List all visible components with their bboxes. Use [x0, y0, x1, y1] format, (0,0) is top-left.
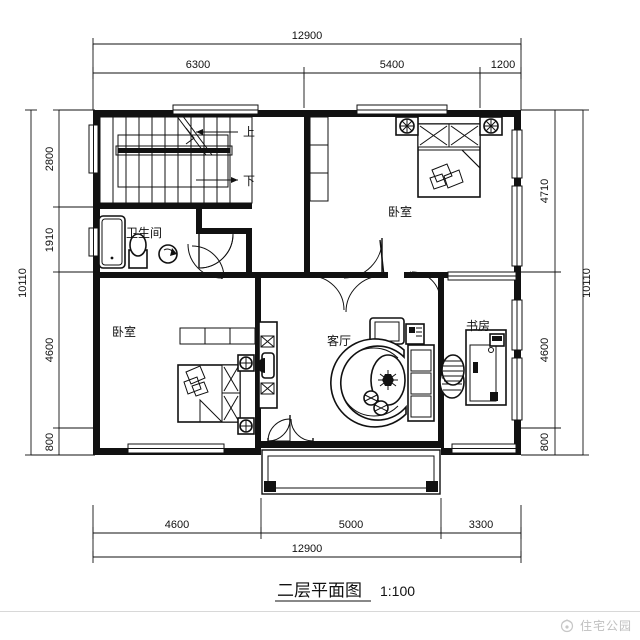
window-left-bathroom: [88, 227, 99, 257]
door-living-north: [308, 275, 345, 311]
sink-icon: [158, 244, 178, 264]
study-furniture: [441, 329, 507, 406]
window-right-study: [511, 299, 523, 421]
living-room-furniture: [330, 317, 465, 428]
door-group: [187, 233, 441, 444]
stair-down-label: 下: [243, 174, 255, 188]
door-bedroom-ne: [343, 238, 385, 313]
watermark: 住宅公园: [559, 617, 632, 634]
bottom-dimension-group: 4600 5000 3300 12900: [92, 498, 522, 563]
window-study-north: [447, 271, 517, 281]
drawing-title: 二层平面图: [277, 581, 362, 601]
dim-bottom-seg-2: 5000: [339, 519, 363, 531]
top-dimension-group: 12900 6300 5400 1200: [92, 30, 522, 110]
drawing-title-group: 二层平面图 1:100: [275, 581, 415, 602]
dim-bottom-seg-1: 4600: [165, 519, 189, 531]
bathroom-fixtures: [98, 215, 178, 269]
window-bottom-study: [451, 443, 517, 454]
room-label-living: 客厅: [327, 333, 351, 348]
room-label-bedroom-ne: 卧室: [388, 204, 412, 219]
dim-bottom-seg-3: 3300: [469, 519, 493, 531]
dim-right-seg-2: 4600: [539, 338, 551, 362]
dim-top-seg-3: 1200: [491, 59, 515, 71]
window-top-stair: [172, 104, 259, 115]
dim-top-overall: 12900: [292, 30, 323, 42]
dim-left-seg-4: 800: [44, 433, 56, 451]
window-top-bedroom: [356, 104, 448, 115]
dim-right-seg-3: 800: [539, 433, 551, 451]
dim-top-seg-1: 6300: [186, 59, 210, 71]
dim-top-seg-2: 5400: [380, 59, 404, 71]
window-group: [88, 104, 523, 454]
dim-left-seg-1: 2800: [44, 147, 56, 171]
dim-left-overall: 10110: [17, 268, 29, 298]
dim-left-seg-2: 1910: [44, 228, 56, 252]
room-label-bathroom: 卫生间: [126, 226, 162, 240]
window-left-stair: [88, 124, 99, 174]
drawing-scale: 1:100: [380, 583, 415, 599]
dim-right-seg-1: 4710: [539, 179, 551, 203]
stair-up-label: 上: [243, 125, 255, 139]
door-bathroom: [198, 233, 234, 269]
dim-right-overall: 10110: [581, 268, 593, 298]
dim-bottom-overall: 12900: [292, 543, 323, 555]
door-study: [409, 271, 441, 301]
door-bedroom-sw: [187, 243, 225, 279]
room-label-study: 书房: [466, 318, 490, 333]
bedroom-ne-furniture: [309, 116, 503, 202]
staircase: [99, 114, 253, 204]
desk-chair: [441, 354, 465, 386]
bedroom-sw-furniture: [177, 321, 278, 435]
right-dimension-group: 10110 4710 4600 800: [521, 109, 593, 456]
room-label-bedroom-sw: 卧室: [112, 324, 136, 339]
logo-icon: [560, 618, 574, 632]
window-right-bedroom: [511, 129, 523, 267]
footer-divider: [0, 611, 640, 612]
watermark-text: 住宅公园: [579, 619, 632, 633]
left-dimension-group: 10110 2800 1910 4600 800: [17, 109, 95, 456]
door-balcony: [267, 415, 314, 444]
dim-left-seg-3: 4600: [44, 338, 56, 362]
toilet-icon: [128, 233, 148, 269]
window-bottom-bedroom: [127, 443, 225, 454]
